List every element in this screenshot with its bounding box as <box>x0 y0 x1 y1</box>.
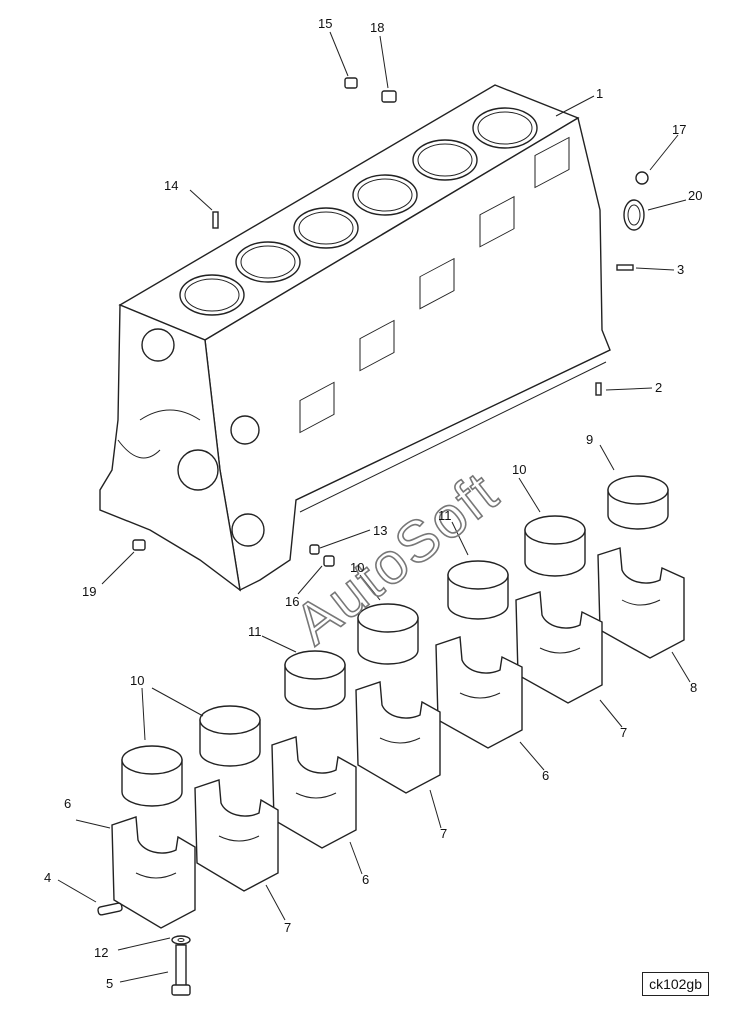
cylinder-bores <box>179 107 538 316</box>
bearing-shell <box>357 603 419 665</box>
callout-14: 14 <box>164 178 178 193</box>
bearing-cap <box>355 681 441 794</box>
leader-lines <box>57 31 691 983</box>
callout-15: 15 <box>318 16 332 31</box>
plug-13 <box>309 544 320 555</box>
bearing-cap <box>111 816 196 929</box>
callout-6: 6 <box>362 872 369 887</box>
bearing-shell <box>199 705 261 767</box>
callout-10: 10 <box>130 673 144 688</box>
bearing-shell <box>284 650 346 710</box>
bearing-shell <box>121 745 183 807</box>
callout-13: 13 <box>373 523 387 538</box>
callout-20: 20 <box>688 188 702 203</box>
dowel-4 <box>97 902 123 916</box>
bearing-shell <box>607 475 669 530</box>
dowel-2 <box>595 382 602 396</box>
block-side-ports <box>299 136 570 434</box>
bearing-shells <box>121 475 669 807</box>
bearing-caps <box>111 547 685 929</box>
dowel-3 <box>616 264 634 271</box>
plug-16 <box>323 555 335 567</box>
callout-11: 11 <box>248 624 262 639</box>
callout-5: 5 <box>106 976 113 991</box>
bearing-shell <box>447 560 509 620</box>
dowel-14 <box>212 211 219 229</box>
reference-code-box: ck102gb <box>642 972 709 996</box>
callout-9: 9 <box>586 432 593 447</box>
callout-18: 18 <box>370 20 384 35</box>
callout-labels: 15 18 1 17 20 14 3 2 9 10 11 13 10 19 16… <box>44 16 702 991</box>
callout-10: 10 <box>350 560 364 575</box>
callout-7: 7 <box>440 826 447 841</box>
bearing-shell <box>524 515 586 577</box>
callout-3: 3 <box>677 262 684 277</box>
callout-7: 7 <box>620 725 627 740</box>
plug-18 <box>381 90 397 103</box>
cylinder-block <box>99 84 611 592</box>
callout-6: 6 <box>542 768 549 783</box>
bearing-cap <box>271 736 357 849</box>
callout-11: 11 <box>438 508 452 523</box>
callout-17: 17 <box>672 122 686 137</box>
plug-17 <box>635 171 649 185</box>
reference-code: ck102gb <box>649 976 702 992</box>
callout-7: 7 <box>284 920 291 935</box>
callout-6: 6 <box>64 796 71 811</box>
plug-15 <box>344 77 358 89</box>
plug-19 <box>132 539 146 551</box>
bearing-cap <box>515 591 603 704</box>
washer-12 <box>171 935 191 945</box>
callout-1: 1 <box>596 86 603 101</box>
callout-19: 19 <box>82 584 96 599</box>
callout-16: 16 <box>285 594 299 609</box>
callout-10: 10 <box>512 462 526 477</box>
bolt-5 <box>171 944 191 996</box>
bearing-cap <box>194 779 279 892</box>
callout-12: 12 <box>94 945 108 960</box>
seal-20 <box>623 199 645 231</box>
bearing-cap <box>435 636 523 749</box>
callout-2: 2 <box>655 380 662 395</box>
callout-8: 8 <box>690 680 697 695</box>
bearing-cap <box>597 547 685 659</box>
callout-4: 4 <box>44 870 51 885</box>
